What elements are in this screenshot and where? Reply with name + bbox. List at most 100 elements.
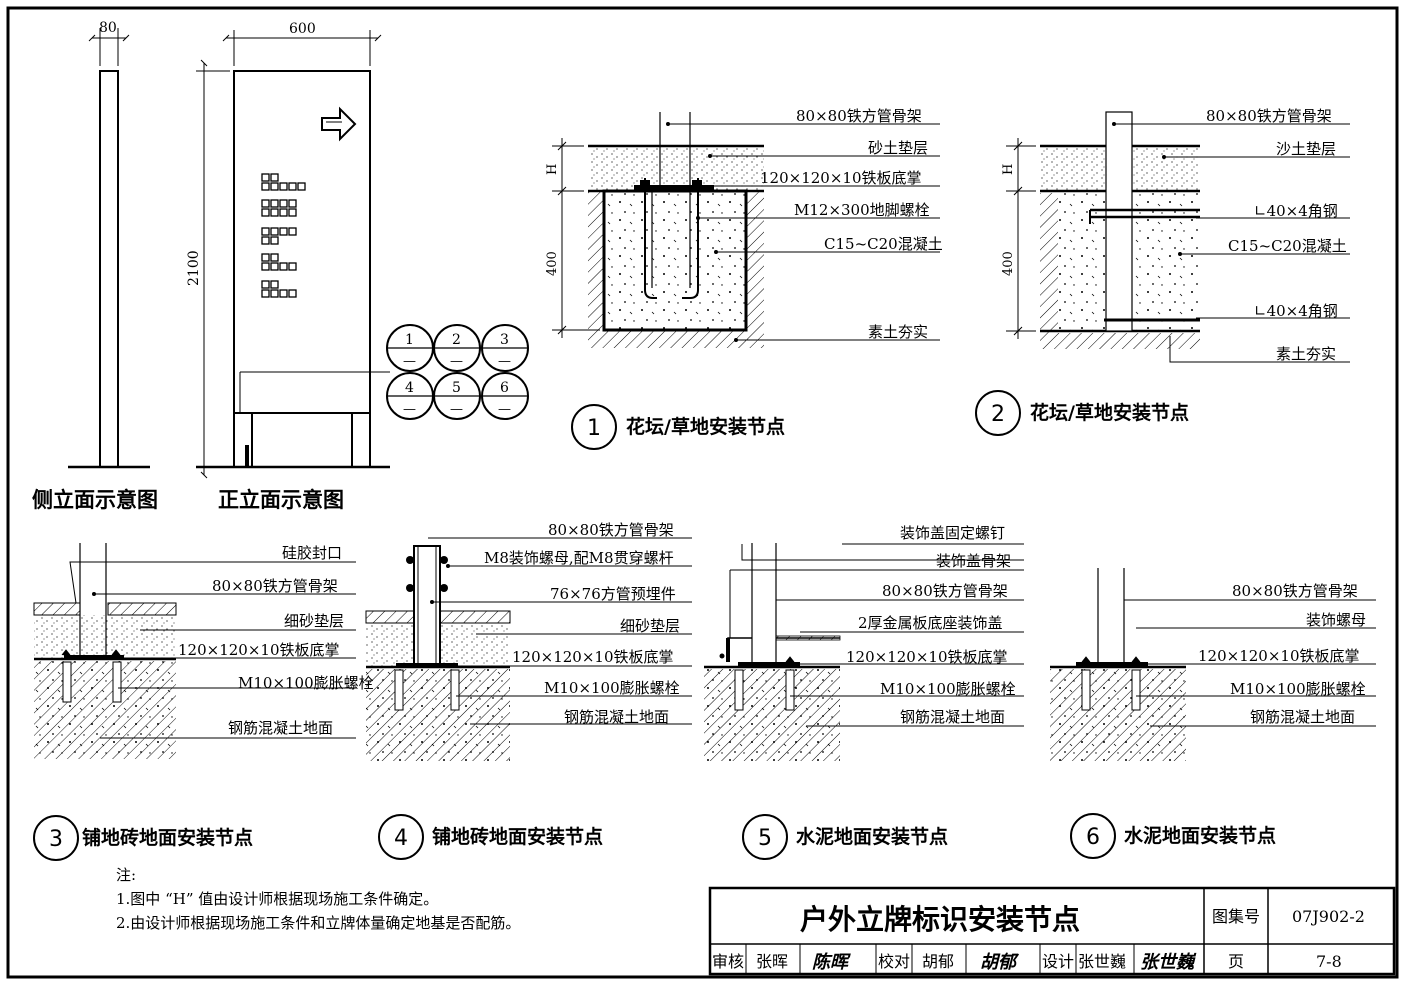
detail5-label-4: 2厚金属板底座装饰盖 <box>858 614 1003 632</box>
svg-text:1: 1 <box>405 332 414 348</box>
detail2-h-dim: H <box>1001 164 1016 175</box>
detail3-label-4: 120×120×10铁板底掌 <box>178 641 340 659</box>
page-label: 页 <box>1228 952 1244 971</box>
detail5-number-circle <box>742 814 788 860</box>
svg-text:6: 6 <box>500 380 509 396</box>
detail4-number-circle <box>378 814 424 860</box>
designer-signature: 张世巍 <box>1140 952 1197 973</box>
detail3-number-circle <box>33 815 79 861</box>
svg-text:—: — <box>403 402 416 417</box>
front-elevation-title: 正立面示意图 <box>218 488 344 512</box>
index-circle-4: 4— <box>386 372 434 420</box>
detail5-label-6: M10×100膨胀螺栓 <box>880 680 1016 698</box>
detail3-title: 铺地砖地面安装节点 <box>82 826 253 849</box>
index-circle-1: 1— <box>386 324 434 372</box>
detail3-label-3: 细砂垫层 <box>284 612 344 630</box>
detail1-label-1: 80×80铁方管骨架 <box>796 107 922 125</box>
atlas-label: 图集号 <box>1212 907 1260 926</box>
reviewer-signature: 陈晖 <box>812 952 851 973</box>
detail1-label-3: 120×120×10铁板底掌 <box>760 169 922 187</box>
svg-text:—: — <box>498 354 511 369</box>
detail6-number: 6 <box>1086 825 1100 850</box>
detail3-label-2: 80×80铁方管骨架 <box>212 577 338 595</box>
detail1-label-4: M12×300地脚螺栓 <box>794 201 930 219</box>
title-block <box>708 886 1396 976</box>
detail4-label-3: 76×76方管预埋件 <box>550 585 676 603</box>
designer-name: 张世巍 <box>1078 952 1126 971</box>
svg-text:—: — <box>450 354 463 369</box>
side-elevation: 80 侧立面示意图 <box>32 20 158 512</box>
index-circle-6: 6— <box>481 372 529 420</box>
notes: 注: 1.图中 “H” 值由设计师根据现场施工条件确定。 2.由设计师根据现场施… <box>116 866 520 932</box>
notes-heading: 注: <box>116 866 136 884</box>
sheet-frame <box>6 6 1399 979</box>
detail5-label-2: 装饰盖骨架 <box>936 552 1011 570</box>
detail-index-circles: 1— 2— 3— 4— 5— 6— <box>386 324 529 420</box>
checker-name: 胡郁 <box>922 952 954 971</box>
detail2-label-2: 沙土垫层 <box>1276 140 1336 158</box>
detail4-label-2: M8装饰螺母,配M8贯穿螺杆 <box>484 549 674 567</box>
detail2-label-4: C15~C20混凝土 <box>1228 237 1347 255</box>
detail6-number-circle <box>1070 813 1116 859</box>
detail1-label-6: 素土夯实 <box>868 323 928 341</box>
detail6-label-1: 80×80铁方管骨架 <box>1232 582 1358 600</box>
detail6-label-2: 装饰螺母 <box>1306 611 1366 629</box>
index-circle-5: 5— <box>433 372 481 420</box>
detail2-label-6: 素土夯实 <box>1276 345 1336 363</box>
detail1-label-2: 砂土垫层 <box>868 139 928 157</box>
detail1-number: 1 <box>587 416 601 441</box>
svg-text:2: 2 <box>452 332 461 348</box>
side-elevation-title: 侧立面示意图 <box>32 488 158 512</box>
svg-text:—: — <box>498 402 511 417</box>
detail6-label-3: 120×120×10铁板底掌 <box>1198 647 1360 665</box>
side-width-dimension: 80 <box>99 20 117 36</box>
detail4-title: 铺地砖地面安装节点 <box>432 825 603 848</box>
detail4-label-7: 钢筋混凝土地面 <box>564 708 669 726</box>
reviewer-name: 张晖 <box>756 952 788 971</box>
check-label: 校对 <box>878 952 910 971</box>
detail4-label-6: M10×100膨胀螺栓 <box>544 679 680 697</box>
detail5-label-7: 钢筋混凝土地面 <box>900 708 1005 726</box>
index-circle-2: 2— <box>433 324 481 372</box>
detail3-label-1: 硅胶封口 <box>282 544 342 562</box>
detail2-400-dim: 400 <box>1001 251 1016 276</box>
detail1-label-5: C15~C20混凝土 <box>824 235 943 253</box>
detail1-h-dim: H <box>545 164 560 175</box>
svg-text:5: 5 <box>452 380 461 396</box>
detail-1: H 400 80×80铁方管骨架 砂土垫层 120×120×10铁板底掌 M12… <box>545 107 943 450</box>
detail1-title: 花坛/草地安装节点 <box>626 415 785 438</box>
svg-text:3: 3 <box>500 332 509 348</box>
svg-text:—: — <box>403 354 416 369</box>
detail1-number-circle <box>571 404 617 450</box>
detail5-label-1: 装饰盖固定螺钉 <box>900 524 1005 542</box>
index-circle-3: 3— <box>481 324 529 372</box>
detail6-label-4: M10×100膨胀螺栓 <box>1230 680 1366 698</box>
drawing-title: 户外立牌标识安装节点 <box>800 903 1080 936</box>
detail2-number-circle <box>975 390 1021 436</box>
sign-text-blocks-icon <box>261 173 306 298</box>
detail4-label-4: 细砂垫层 <box>620 617 680 635</box>
detail1-400-dim: 400 <box>545 251 560 276</box>
detail-2: H 400 80×80铁方管骨架 沙土垫层 ∟40×4角钢 C15~C20混凝土… <box>975 107 1350 436</box>
detail2-label-5: ∟40×4角钢 <box>1254 302 1338 320</box>
detail6-label-5: 钢筋混凝土地面 <box>1250 708 1355 726</box>
detail3-label-5: M10×100膨胀螺栓 <box>238 674 374 692</box>
front-elevation: 600 2100 正立面示意图 <box>186 21 390 512</box>
detail2-number: 2 <box>991 402 1005 427</box>
direction-arrow-icon <box>321 106 357 142</box>
checker-signature: 胡郁 <box>980 952 1020 973</box>
detail2-label-1: 80×80铁方管骨架 <box>1206 107 1332 125</box>
note-1: 1.图中 “H” 值由设计师根据现场施工条件确定。 <box>116 890 438 908</box>
svg-text:4: 4 <box>405 380 414 396</box>
detail-6: 80×80铁方管骨架 装饰螺母 120×120×10铁板底掌 M10×100膨胀… <box>1050 568 1376 859</box>
detail4-number: 4 <box>394 826 408 851</box>
detail-3: 硅胶封口 80×80铁方管骨架 细砂垫层 120×120×10铁板底掌 M10×… <box>33 543 374 861</box>
detail2-title: 花坛/草地安装节点 <box>1030 401 1189 424</box>
detail5-label-3: 80×80铁方管骨架 <box>882 582 1008 600</box>
detail3-number: 3 <box>49 827 63 852</box>
detail5-label-5: 120×120×10铁板底掌 <box>846 648 1008 666</box>
detail-4: 80×80铁方管骨架 M8装饰螺母,配M8贯穿螺杆 76×76方管预埋件 细砂垫… <box>365 521 692 860</box>
review-label: 审核 <box>712 952 744 971</box>
svg-text:—: — <box>450 402 463 417</box>
